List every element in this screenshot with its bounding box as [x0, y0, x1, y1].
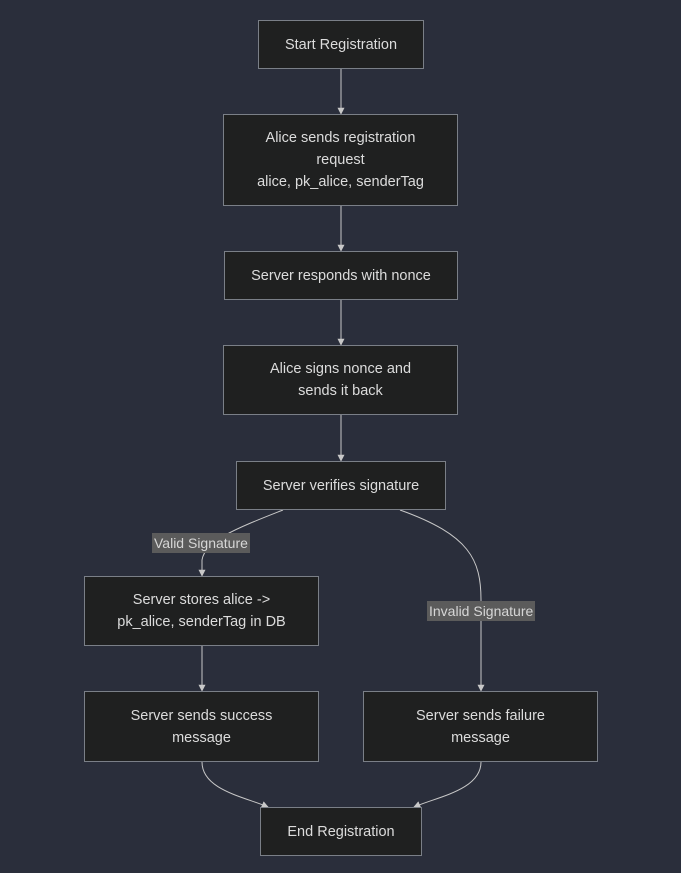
node-failure: Server sends failure message	[363, 691, 598, 762]
edge-label: Invalid Signature	[427, 601, 536, 621]
edge-verify-to-failure	[399, 509, 485, 692]
node-label-line: Alice sends registration	[265, 130, 416, 146]
node-label-line: Server stores alice ->	[132, 592, 271, 608]
node-send-request: Alice sends registration request alice, pk…	[223, 114, 458, 206]
edge-label: Valid Signature	[152, 533, 250, 553]
node-sign: Alice signs nonce and sends it back	[223, 345, 458, 415]
node-label-line: Server responds with nonce	[251, 267, 431, 284]
node-label-line: request	[316, 152, 365, 168]
node-label-line: Start Registration	[284, 36, 398, 53]
node-success: Server sends success message	[84, 691, 319, 762]
node-end: End Registration	[260, 807, 422, 856]
node-label-line: alice, pk_alice, senderTag	[257, 174, 424, 190]
edge-success-to-end	[201, 761, 269, 808]
node-label-line: pk_alice, senderTag in DB	[117, 614, 286, 630]
node-label-line: message	[172, 729, 231, 746]
node-start: Start Registration	[258, 20, 424, 69]
edge-failure-to-end	[413, 761, 482, 808]
node-store: Server stores alice -> pk_alice, senderTa…	[84, 576, 319, 646]
node-label-line: Server verifies signature	[262, 477, 420, 494]
node-label-line: End Registration	[287, 823, 395, 840]
node-label-line: Server sends success	[130, 707, 273, 724]
node-label-line: Alice signs nonce and	[269, 361, 412, 377]
node-label-line: sends it back	[298, 383, 383, 399]
node-nonce: Server responds with nonce	[224, 251, 458, 300]
node-label-line: Server sends failure	[416, 707, 545, 724]
node-verify: Server verifies signature	[236, 461, 446, 510]
node-label-line: message	[451, 729, 510, 746]
